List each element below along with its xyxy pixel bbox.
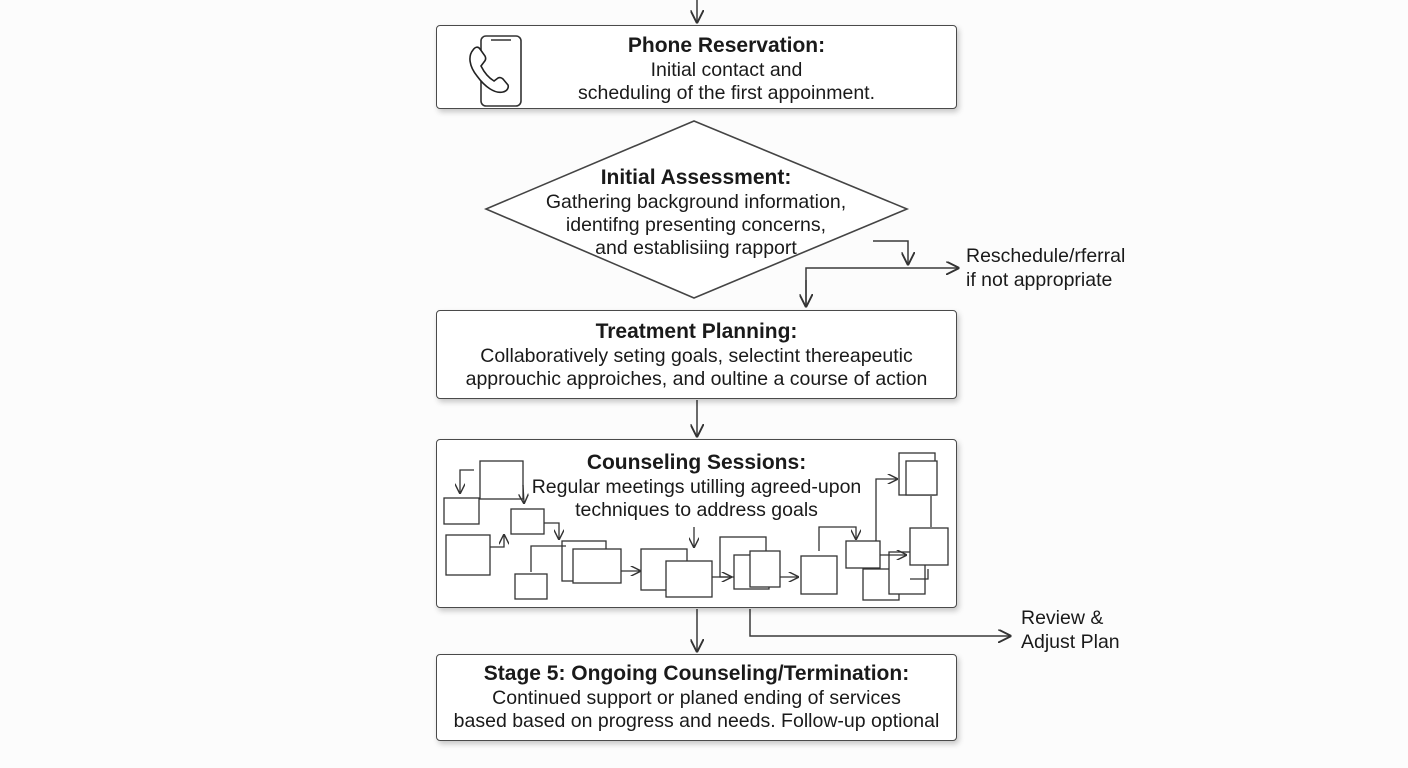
counseling-sessions-box[interactable]: Counseling Sessions: Regular meetings ut… [436,439,957,608]
session-node [905,460,938,496]
session-node [514,573,548,600]
review-label: Review & Adjust Plan [1021,606,1120,654]
stage5-box[interactable]: Stage 5: Ongoing Counseling/Termination:… [436,654,957,741]
sessions-network-illustration [443,452,949,601]
initial-assessment-title: Initial Assessment: [600,166,792,189]
session-node [749,550,781,588]
session-node [572,548,622,584]
initial-assessment-diamond [483,120,910,299]
session-node [479,460,524,500]
initial-assessment-line-1: Gathering background information, [545,191,847,213]
phone-reservation-line-2: scheduling of the first appoinment. [577,82,875,104]
stage5-line-2: based based on progress and needs. Follo… [453,710,940,732]
treatment-planning-line-2: approuchic approiches, and oultine a cou… [465,368,928,390]
initial-assessment-line-3: and establisiing rapport [595,237,797,259]
arrow-to-review [749,609,1010,636]
reschedule-label: Reschedule/rferral if not appropriate [966,244,1125,292]
phone-reservation-title: Phone Reservation: [627,34,826,57]
initial-assessment-text[interactable]: Initial Assessment: Gathering background… [506,165,886,260]
phone-reservation-box[interactable]: Phone Reservation: Initial contact and s… [436,25,957,109]
session-node [665,560,713,598]
session-node [510,508,545,535]
treatment-planning-line-1: Collaboratively seting goals, selectint … [480,345,913,367]
session-node [800,555,838,595]
review-line-2: Adjust Plan [1021,631,1120,653]
phone-icon [469,35,522,107]
session-node [443,497,480,525]
arrow-to-reschedule-b [805,268,958,306]
reschedule-line-2: if not appropriate [966,269,1113,291]
session-node [445,534,491,576]
treatment-planning-box[interactable]: Treatment Planning: Collaboratively seti… [436,310,957,399]
review-line-1: Review & [1021,607,1104,629]
session-node [845,540,881,569]
treatment-planning-title: Treatment Planning: [595,320,798,343]
phone-reservation-line-1: Initial contact and [650,59,803,81]
counseling-sessions-title: Counseling Sessions: [586,451,807,474]
initial-assessment-line-2: identifng presenting concerns, [565,214,827,236]
counseling-sessions-line-2: techniques to address goals [575,499,818,521]
reschedule-line-1: Reschedule/rferral [966,245,1126,267]
arrow-to-reschedule-a [873,240,908,264]
counseling-sessions-line-1: Regular meetings utilling agreed-upon [531,476,862,498]
stage5-title: Stage 5: Ongoing Counseling/Termination: [483,662,910,685]
session-node [909,527,949,566]
stage5-line-1: Continued support or planed ending of se… [492,687,901,709]
